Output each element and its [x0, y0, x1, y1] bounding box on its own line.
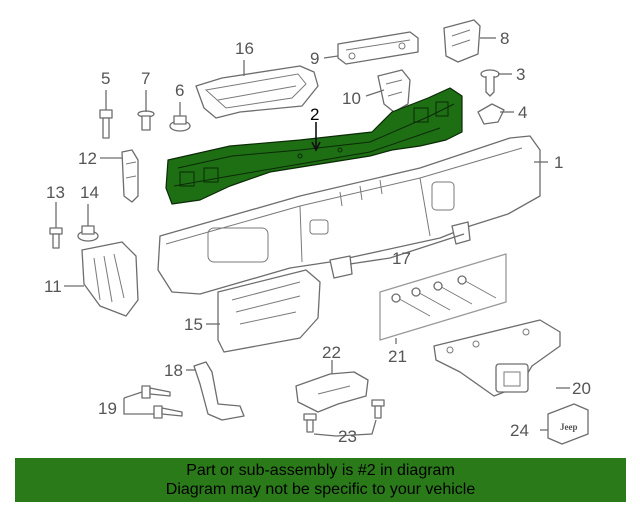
callout-17: 17 — [392, 249, 411, 268]
callout-22: 22 — [322, 343, 341, 362]
callout-8: 8 — [500, 29, 509, 48]
part-17-bracket-right — [451, 221, 471, 245]
callout-11: 11 — [44, 277, 62, 296]
part-9-bracket — [337, 31, 419, 65]
callout-labels: 1 2 3 4 5 6 7 8 9 10 11 12 13 14 15 16 1… — [44, 29, 591, 446]
callout-10: 10 — [342, 89, 361, 108]
part-13-screw — [49, 227, 63, 249]
part-19-bolt-upper — [141, 385, 171, 399]
jeep-emblem-text: Jeep — [560, 422, 578, 432]
part-14-nut — [77, 225, 99, 242]
callout-21: 21 — [388, 347, 407, 366]
callout-18: 18 — [164, 361, 183, 380]
part-10-bracket — [377, 69, 411, 113]
callout-15: 15 — [184, 315, 203, 334]
part-5-bolt — [99, 109, 113, 139]
callout-13: 13 — [46, 183, 65, 202]
part-24-plug: Jeep — [547, 403, 589, 445]
part-17-bracket-left — [329, 255, 353, 279]
callout-23: 23 — [338, 427, 357, 446]
callout-16: 16 — [235, 39, 254, 58]
banner-line-2: Diagram may not be specific to your vehi… — [165, 481, 476, 498]
callout-1: 1 — [554, 153, 563, 172]
part-1-bumper — [157, 135, 541, 295]
callout-24: 24 — [510, 421, 529, 440]
part-3-push-pin — [480, 69, 500, 97]
part-23-bolt-right — [371, 399, 385, 419]
banner-line-1: Part or sub-assembly is #2 in diagram — [186, 462, 455, 479]
callout-20: 20 — [572, 379, 591, 398]
part-18-bracket — [193, 361, 245, 421]
callout-2[interactable]: 2 — [310, 105, 319, 124]
leader-lines — [55, 37, 570, 437]
callout-9: 9 — [310, 49, 319, 68]
callout-6: 6 — [175, 81, 184, 100]
part-22-bracket — [295, 371, 369, 413]
part-7-bolt — [137, 110, 155, 131]
part-20-hitch — [433, 319, 561, 397]
callout-19: 19 — [98, 399, 117, 418]
callout-14: 14 — [80, 183, 99, 202]
parts-diagram: Jeep — [44, 19, 591, 446]
callout-7: 7 — [141, 69, 150, 88]
info-banner: Part or sub-assembly is #2 in diagram Di… — [15, 458, 626, 502]
callout-4: 4 — [518, 103, 527, 122]
part-21-bolt-kit — [379, 253, 507, 341]
part-23-bolt-left — [303, 413, 317, 433]
part-19-bolt-lower — [153, 405, 183, 419]
part-16-tray — [195, 65, 319, 119]
part-4-clip — [477, 103, 505, 125]
callout-3: 3 — [516, 65, 525, 84]
part-12-bracket — [121, 149, 139, 203]
part-6-nut — [169, 115, 191, 132]
part-15-panel — [217, 269, 321, 353]
part-8-bracket — [443, 19, 481, 63]
part-11-end-cap — [81, 241, 139, 317]
callout-5: 5 — [101, 69, 110, 88]
callout-12: 12 — [78, 149, 97, 168]
